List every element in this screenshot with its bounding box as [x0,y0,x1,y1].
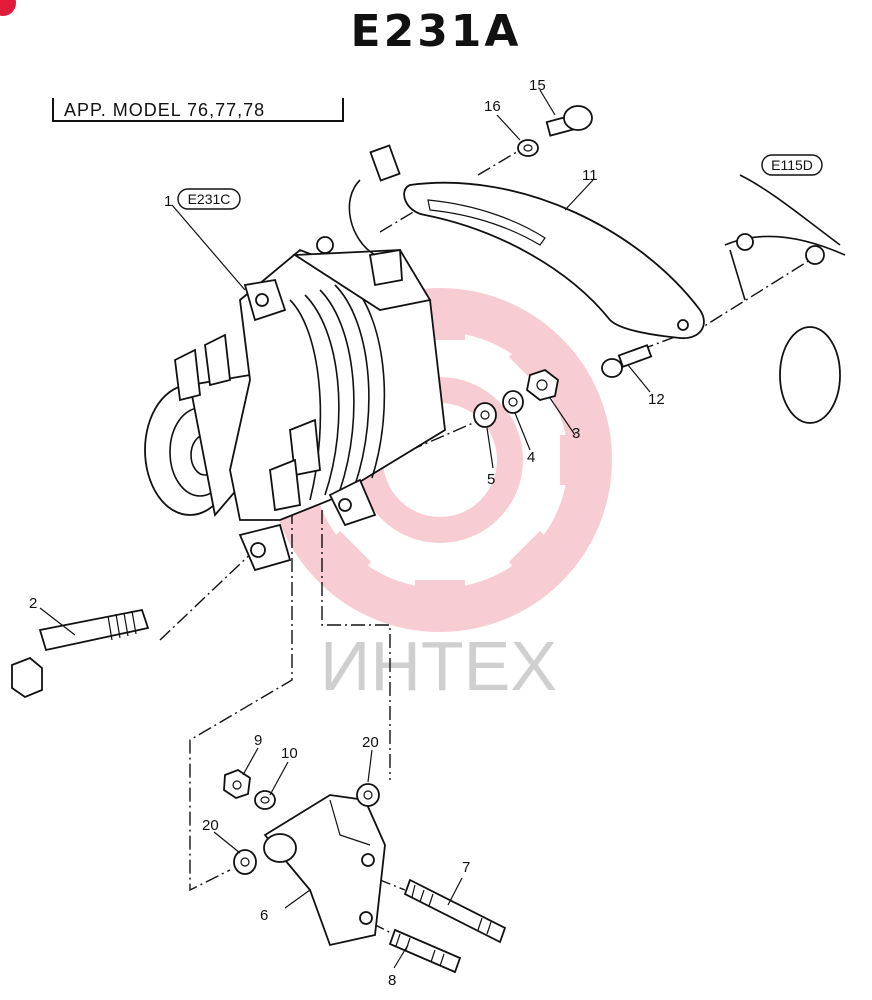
ref-box-flywheel: E115D [761,154,823,176]
corner-badge [0,0,16,16]
ref-box-alternator: E231C [177,188,241,210]
callout-10: 10 [281,745,298,762]
washer-part-20-a [356,783,380,807]
lock-washer-part-4 [502,390,524,414]
callout-6: 6 [260,907,268,924]
callout-16: 16 [484,98,501,115]
nut-part-3 [526,368,559,401]
bolt-part-12 [601,344,653,378]
callout-12: 12 [648,391,665,408]
callout-7: 7 [462,859,470,876]
app-model-label: APP. MODEL 76,77,78 [52,98,344,122]
lock-washer-part-10 [254,790,276,810]
callout-9: 9 [254,732,262,749]
mounting-bracket-part-6 [263,794,386,947]
callout-20-top: 20 [362,734,379,751]
stud-part-7 [403,878,507,944]
bolt-part-15 [545,105,593,137]
nut-part-9 [223,768,251,799]
bolt-part-2 [11,608,150,699]
washer-part-5 [473,402,497,428]
callout-20-left: 20 [202,817,219,834]
callout-2: 2 [29,595,37,612]
callout-8: 8 [388,972,396,989]
flywheel-housing [724,174,846,424]
stud-part-8 [388,928,462,974]
ref-alternator-label: E231C [188,191,231,207]
callout-15: 15 [529,77,546,94]
diagram-title: E231A [350,6,522,57]
lock-washer-part-16 [517,139,539,157]
adjusting-bracket [403,181,705,339]
callout-5: 5 [487,471,495,488]
washer-part-20-b [233,849,257,875]
callout-11: 11 [582,167,598,184]
ref-flywheel-label: E115D [771,157,813,173]
alternator [144,144,446,572]
callout-4: 4 [527,449,535,466]
watermark-text: ИНТЕХ [320,627,557,705]
callout-3: 3 [572,425,580,442]
callout-1: 1 [164,193,172,210]
callout-leaders [39,89,651,969]
